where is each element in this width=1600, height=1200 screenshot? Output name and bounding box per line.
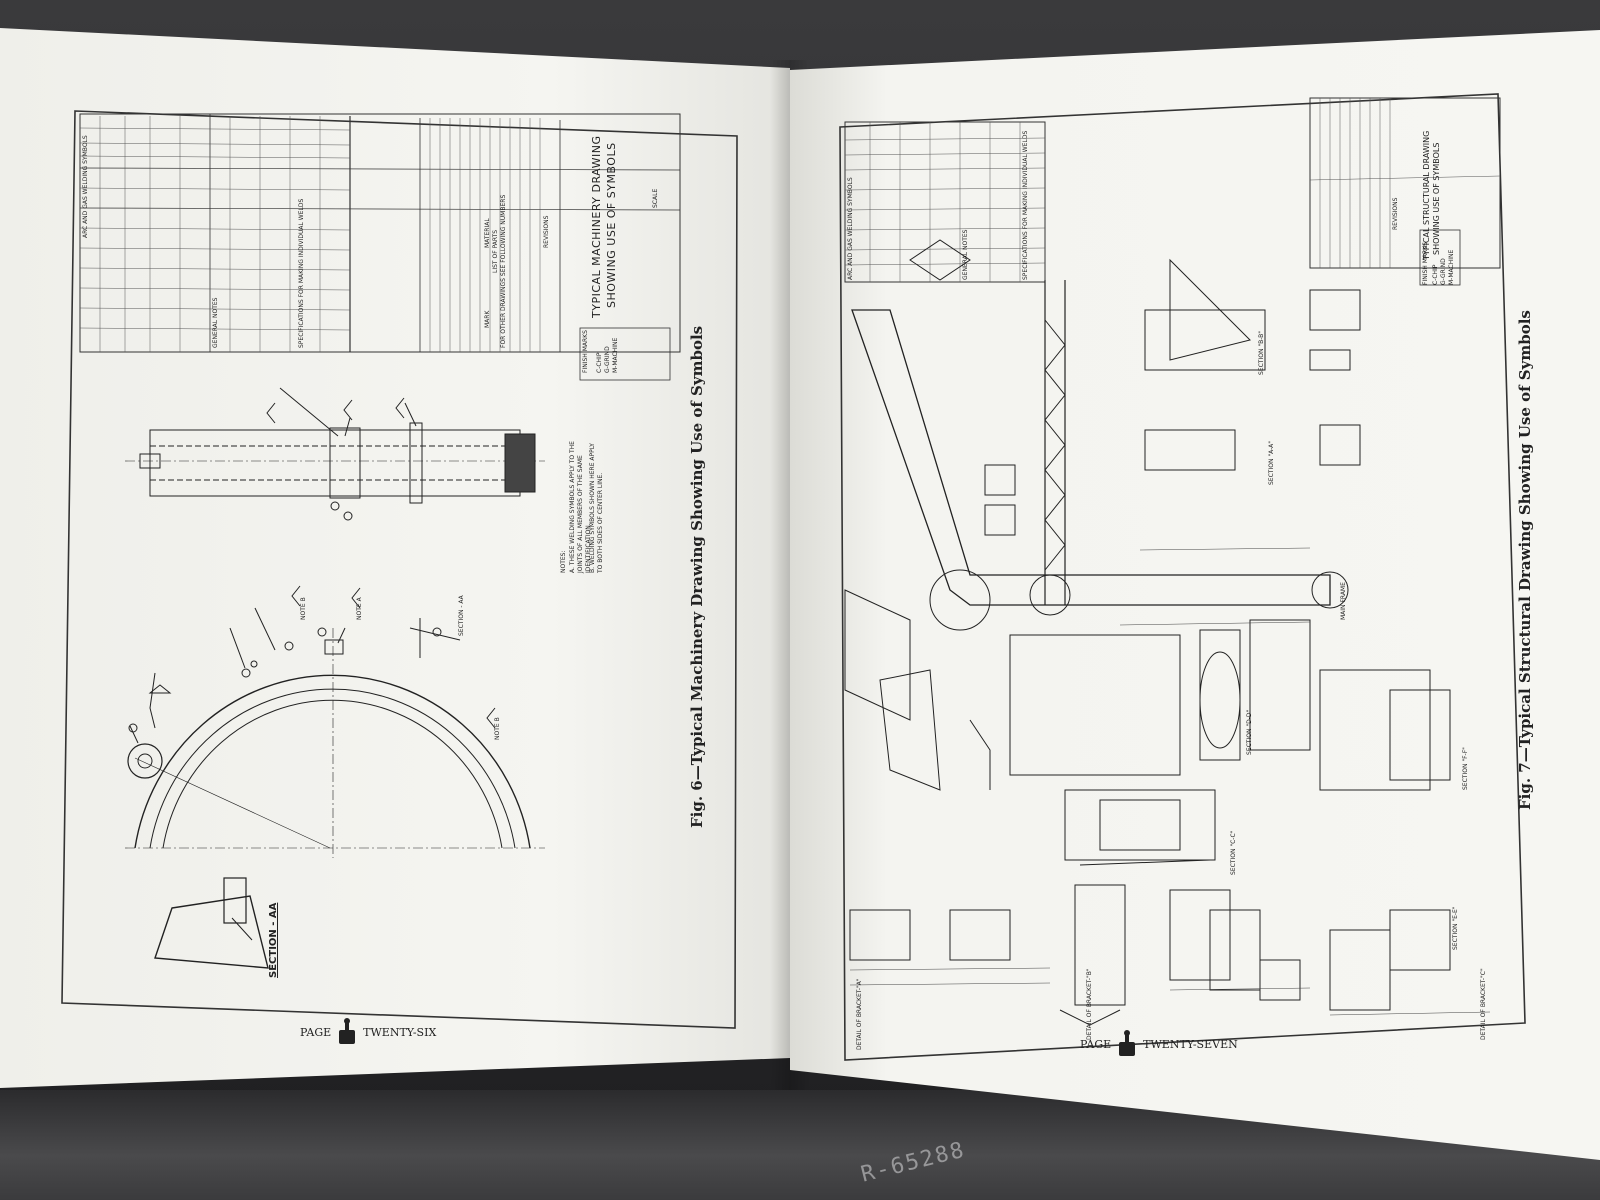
drawing-border-right xyxy=(839,93,1526,1061)
section-aa-sketch xyxy=(154,877,269,969)
left-page: Fig. 6—Typical Machinery Drawing Showing… xyxy=(0,28,790,1088)
right-drawing xyxy=(839,93,1526,1061)
section-e-e: SECTION "E-E" xyxy=(1452,906,1459,950)
fig6-scale-label: SCALE xyxy=(652,188,659,208)
fig6-notes-heading: NOTES: xyxy=(560,550,567,574)
fig6-symbols-header: ARC AND GAS WELDING SYMBOLS xyxy=(82,135,89,238)
right-page-footer: PAGE TWENTY-SEVEN xyxy=(1080,1030,1238,1058)
right-symbols-block xyxy=(844,121,1046,283)
bracket-c-label: DETAIL OF BRACKET-"C" xyxy=(1480,968,1487,1040)
fig7-title-line2: SHOWING USE OF SYMBOLS xyxy=(1432,142,1441,255)
left-page-number: TWENTY-SIX xyxy=(363,1025,437,1039)
fig6-caption: Fig. 6—Typical Machinery Drawing Showing… xyxy=(688,325,706,828)
main-frame xyxy=(844,239,1451,1026)
section-aa-arrow-label: SECTION - AA xyxy=(458,595,465,636)
left-page-footer: PAGE TWENTY-SIX xyxy=(300,1018,436,1046)
fig6-finish-mark-grind: G-GRIND xyxy=(604,346,611,373)
note-callout-b1: NOTE B xyxy=(300,597,307,620)
fig6-title-line2: SHOWING USE OF SYMBOLS xyxy=(605,142,618,308)
right-page: Fig. 7—Typical Structural Drawing Showin… xyxy=(790,30,1600,1160)
fig7-finish-mark-chip: C-CHIP xyxy=(1432,264,1439,285)
fig6-parts-list-label: LIST OF PARTS xyxy=(492,229,499,273)
main-frame-label: MAIN FRAME xyxy=(1340,582,1347,620)
fig7-caption: Fig. 7—Typical Structural Drawing Showin… xyxy=(1516,310,1534,810)
fig6-general-notes-header: GENERAL NOTES xyxy=(212,297,219,348)
fig6-finish-marks-label: FINISH MARKS xyxy=(582,330,589,373)
fig6-revisions-label: REVISIONS xyxy=(543,215,550,248)
fig6-related-drawings-label: FOR OTHER DRAWINGS SEE FOLLOWING NUMBERS xyxy=(500,194,507,348)
bracket-a-label: DETAIL OF BRACKET-"A" xyxy=(856,978,863,1050)
section-d-d: SECTION "D-D" xyxy=(1246,709,1253,755)
fig7-specs-header: SPECIFICATIONS FOR MAKING INDIVIDUAL WEL… xyxy=(1022,130,1029,280)
section-c-c: SECTION "C-C" xyxy=(1230,830,1237,875)
right-page-word: PAGE xyxy=(1080,1037,1112,1051)
ring-elevation xyxy=(125,607,545,858)
shaft-elevation xyxy=(125,387,545,521)
finish-marks-box xyxy=(579,327,671,381)
lamp-logo-icon xyxy=(1119,1030,1136,1058)
drawing-border xyxy=(61,110,738,1029)
fig6-note-b: B. WELDING SYMBOLS SHOWN HERE APPLY TO B… xyxy=(589,443,604,573)
title-block-grid xyxy=(79,116,541,352)
fig7-general-notes-header: GENERAL NOTES xyxy=(962,229,969,280)
fig6-material-label: MATERIAL xyxy=(484,218,491,248)
fig6-title-line1: TYPICAL MACHINERY DRAWING xyxy=(590,135,603,318)
note-callout-a: NOTE A xyxy=(356,597,363,620)
note-callout-b2: NOTE B xyxy=(494,717,501,740)
fig6-finish-mark-machine: M-MACHINE xyxy=(612,337,619,373)
fig7-finish-marks-label: FINISH MARKS xyxy=(1422,242,1429,285)
fig6-mark-label: MARK xyxy=(484,310,491,328)
section-aa-label: SECTION - AA xyxy=(268,902,279,978)
weld-symbols xyxy=(128,397,496,733)
section-b-b: SECTION "B-B" xyxy=(1258,330,1265,375)
section-f-f: SECTION "F-F" xyxy=(1462,747,1469,790)
fig7-title-line1: TYPICAL STRUCTURAL DRAWING xyxy=(1422,130,1431,260)
left-page-word: PAGE xyxy=(300,1025,332,1039)
fig7-finish-mark-machine: M-MACHINE xyxy=(1448,249,1455,285)
right-title-block xyxy=(1309,97,1501,269)
fig7-symbols-header: ARC AND GAS WELDING SYMBOLS xyxy=(847,177,854,280)
fig7-revisions-label: REVISIONS xyxy=(1392,197,1399,230)
lamp-logo-icon xyxy=(339,1018,356,1046)
right-page-number: TWENTY-SEVEN xyxy=(1143,1037,1238,1051)
fig7-finish-mark-grind: G-GRIND xyxy=(1440,258,1447,285)
fig6-finish-mark-chip: C-CHIP xyxy=(596,352,603,373)
section-a-a: SECTION "A-A" xyxy=(1268,441,1275,485)
fig6-specs-header: SPECIFICATIONS FOR MAKING INDIVIDUAL WEL… xyxy=(298,198,305,348)
left-drawing xyxy=(61,110,738,1029)
title-block xyxy=(79,113,681,353)
